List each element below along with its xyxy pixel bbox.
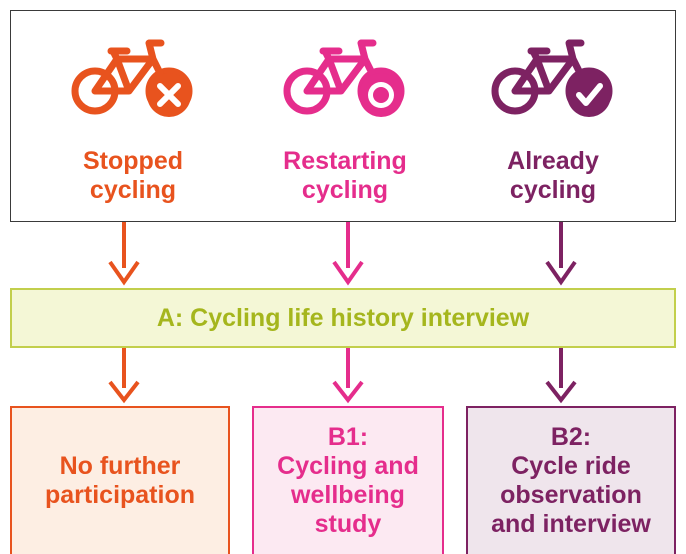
bicycle-check-icon [491, 37, 615, 117]
outcome-no-further-participation: No further participation [10, 406, 230, 554]
arrow-stopped-to-interview [108, 222, 140, 286]
arrow-already-to-interview [545, 222, 577, 286]
category-label-already: Already cycling [507, 147, 599, 204]
interview-stage-label: A: Cycling life history interview [156, 303, 530, 332]
outcome-label-no-further: No further participation [44, 452, 195, 509]
participant-categories-panel: Stopped cycling Restarting cycling Alrea… [10, 10, 676, 222]
interview-stage-box: A: Cycling life history interview [10, 288, 676, 348]
outcome-b2-ride-observation: B2: Cycle ride observation and interview [466, 406, 676, 554]
outcome-b1-wellbeing-study: B1: Cycling and wellbeing study [252, 406, 444, 554]
outcome-label-b2: B2: Cycle ride observation and interview [491, 423, 651, 538]
arrow-interview-to-b2 [545, 348, 577, 404]
outcome-label-b1: B1: Cycling and wellbeing study [277, 423, 419, 538]
arrow-interview-to-b1 [332, 348, 364, 404]
bicycle-cross-icon [71, 37, 195, 117]
arrow-restarting-to-interview [332, 222, 364, 286]
category-label-restarting: Restarting cycling [283, 147, 407, 204]
arrow-interview-to-no-further [108, 348, 140, 404]
category-label-stopped: Stopped cycling [83, 147, 183, 204]
bicycle-target-icon [283, 37, 407, 117]
